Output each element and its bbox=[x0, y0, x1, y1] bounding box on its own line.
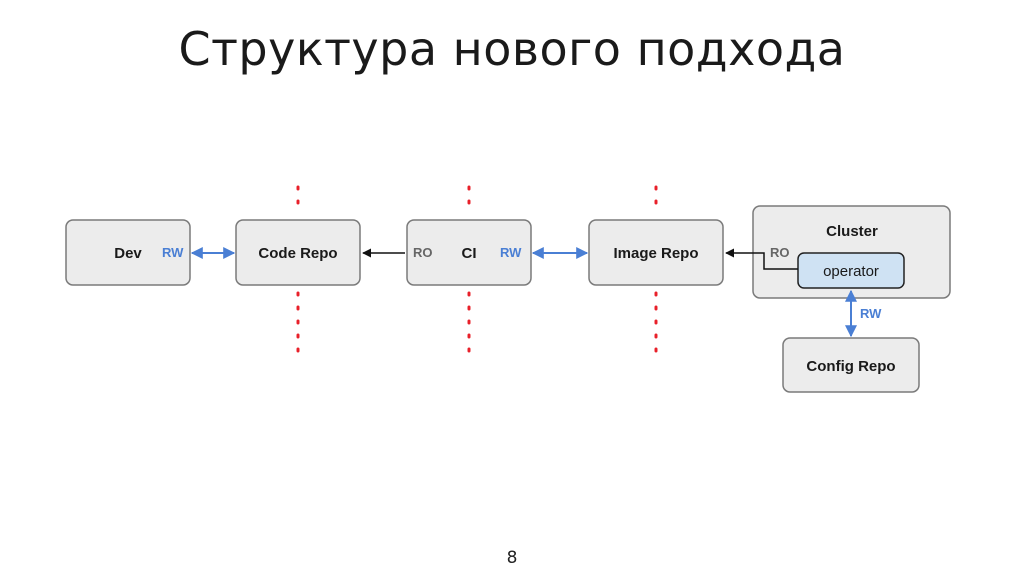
cluster-ro-label: RO bbox=[770, 245, 790, 260]
operator-label: operator bbox=[823, 263, 879, 280]
node-dev: Dev RW bbox=[65, 219, 191, 286]
dev-rw-label: RW bbox=[162, 245, 184, 260]
node-code-repo: Code Repo bbox=[235, 219, 361, 286]
slide-title: Структура нового подхода bbox=[178, 22, 846, 76]
node-ci: RO CI RW bbox=[406, 219, 532, 286]
arrow-operator-to-image-repo bbox=[725, 248, 798, 270]
ci-ro-label: RO bbox=[413, 245, 433, 260]
ci-rw-label: RW bbox=[500, 245, 522, 260]
page-number: 8 bbox=[506, 548, 518, 568]
operator-box bbox=[797, 252, 905, 289]
node-config-repo-label: Config Repo bbox=[806, 358, 895, 375]
node-cluster: Cluster RO operator bbox=[752, 205, 951, 299]
node-code-repo-label: Code Repo bbox=[258, 245, 337, 262]
node-dev-label: Dev bbox=[114, 245, 142, 262]
node-config-repo: Config Repo bbox=[782, 337, 920, 393]
node-ci-label: CI bbox=[462, 245, 477, 262]
node-cluster-label: Cluster bbox=[826, 223, 878, 240]
config-rw-label: RW bbox=[860, 306, 882, 321]
node-image-repo-label: Image Repo bbox=[613, 245, 698, 262]
node-image-repo: Image Repo bbox=[588, 219, 724, 286]
